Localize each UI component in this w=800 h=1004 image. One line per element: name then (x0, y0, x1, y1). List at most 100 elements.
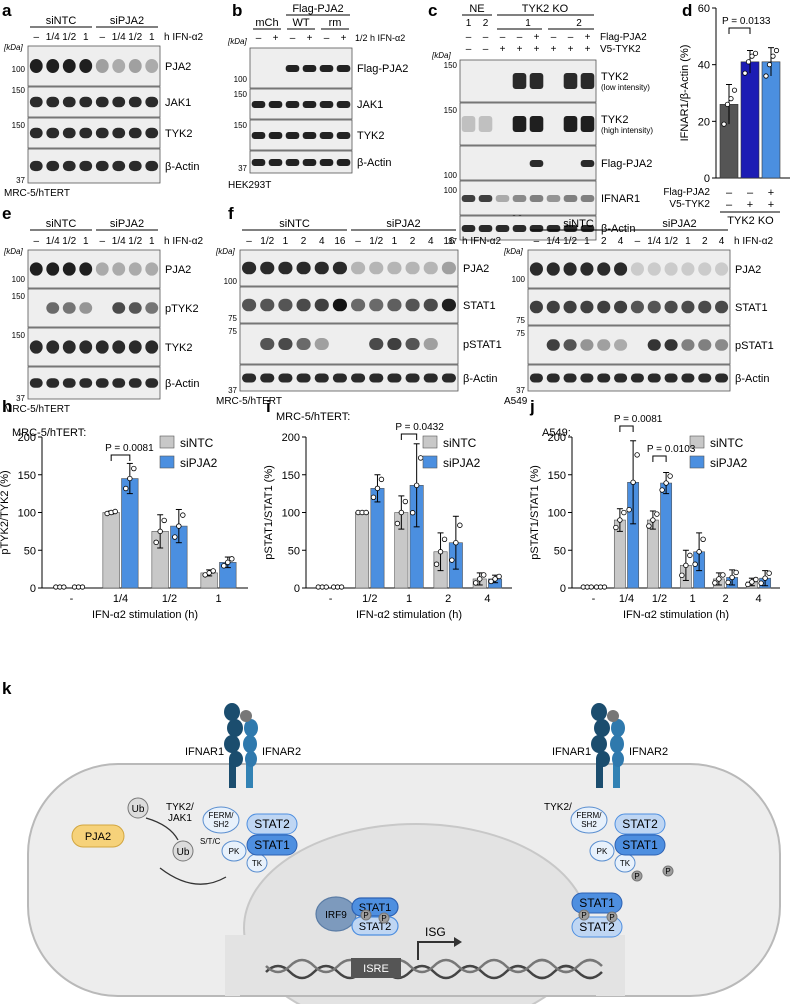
row-label-v5: V5-TYK2 (669, 199, 710, 210)
right-pk-label: PK (597, 847, 608, 856)
data-point (225, 559, 231, 566)
blot-band-label: β-Actin (463, 373, 497, 385)
blot-marker: 150 (12, 331, 26, 340)
y-axis-label: pSTAT1/STAT1 (%) (263, 465, 275, 560)
group-label: TYK2 KO (727, 215, 774, 227)
blot-strip (249, 88, 353, 120)
x-tick-label: 1 (406, 593, 412, 605)
left-ferm-1: FERM/ (209, 811, 235, 820)
blot-band (332, 298, 348, 312)
blot-band (405, 298, 420, 312)
right-stat1 (614, 834, 666, 856)
dimer-p1: P (581, 911, 586, 920)
data-point (492, 576, 498, 582)
data-point (731, 87, 738, 93)
blot-flag-mark: – (466, 32, 472, 43)
blot-lane-label: 1/2 (62, 32, 76, 43)
pja2-shape (71, 824, 125, 848)
isg-arrow (417, 941, 454, 960)
blot-lane-label: 1/4 (546, 236, 560, 247)
blot-band (314, 338, 329, 350)
blot-band (715, 339, 729, 351)
blot-treatment-label: h IFN-α2 (164, 32, 204, 43)
blot-group-label: siPJA2 (110, 15, 144, 27)
blot-band (46, 127, 60, 139)
blot-lane-label: 2 (410, 236, 416, 247)
data-point (742, 70, 748, 76)
blot-band (387, 298, 402, 312)
blot-band (62, 378, 76, 388)
blot-marker: 100 (444, 186, 458, 195)
blot-band (664, 262, 678, 276)
y-axis-label: IFNAR1/β-Actin (%) (679, 45, 691, 142)
blot-lane-label: – (256, 33, 262, 44)
blot-band (387, 338, 402, 350)
blot-lane-label: 1/2 (128, 236, 142, 247)
blot-strip (459, 145, 597, 181)
data-point (630, 479, 636, 485)
blot-band (145, 96, 159, 108)
blot-band (614, 339, 628, 351)
blot-lane-label: 1/2 (563, 236, 577, 247)
blot-band (62, 302, 76, 314)
blot-marker: 75 (516, 329, 525, 338)
kda-label: [kDa] (227, 37, 247, 46)
blot-band (79, 127, 93, 139)
y-tick-label: 50 (24, 545, 36, 557)
legend-swatch (159, 435, 175, 449)
bar (102, 512, 120, 589)
data-point (394, 520, 401, 527)
blot-band-label: TYK2 (165, 342, 193, 354)
blot-band (336, 65, 351, 72)
left-kinase-label-2: JAK1 (168, 813, 192, 824)
blot-group-label: siPJA2 (386, 218, 420, 230)
blot-band (563, 116, 578, 132)
legend-swatch (689, 435, 705, 449)
x-tick-label: 4 (755, 593, 761, 605)
data-point (758, 580, 764, 586)
data-point (745, 581, 751, 588)
blot-band-note: (low intensity) (601, 83, 650, 92)
blot-band (260, 298, 275, 312)
blot-band (29, 96, 43, 108)
blot-band (62, 262, 76, 276)
left-stat2 (246, 813, 298, 835)
blot-band (563, 300, 577, 314)
panel-label-k: k (2, 679, 12, 698)
data-point (745, 59, 752, 65)
blot-band (423, 338, 438, 350)
x-tick-label: 1/4 (619, 593, 634, 605)
blot-lane-label: + (273, 33, 279, 44)
blot-top-group: Flag-PJA2 (292, 3, 343, 15)
nucleus-stat2-label: STAT2 (359, 921, 392, 933)
blot-band-label: STAT1 (463, 300, 496, 312)
ub-circle-2 (172, 840, 194, 862)
blot-band-label: TYK2 (601, 71, 629, 83)
x-axis-label: IFN-α2 stimulation (h) (92, 609, 198, 621)
blot-band (296, 338, 311, 350)
blot-lane-label: 1 (149, 32, 155, 43)
blot-marker: 37 (448, 237, 457, 246)
blot-band-label: PJA2 (735, 264, 761, 276)
blot-subgroup-label: 2 (576, 18, 582, 29)
y-tick-label: 40 (698, 60, 710, 72)
ub-arrow (145, 817, 179, 841)
left-receptors (224, 703, 258, 788)
blot-band (698, 300, 712, 314)
data-point (449, 557, 455, 563)
blot-band (423, 298, 438, 312)
blot-band (285, 159, 300, 166)
right-ferm-1: FERM/ (577, 811, 603, 820)
right-tk-phospho (631, 870, 643, 882)
left-stat1 (246, 834, 298, 856)
blot-band (580, 300, 594, 314)
blot-band-label: β-Actin (735, 373, 769, 385)
panel-label-i: i (266, 397, 271, 416)
blot-lane-label: 1 (83, 236, 89, 247)
blot-strip (239, 249, 459, 287)
legend-label: siPJA2 (443, 456, 481, 470)
y-axis-label: pTYK2/TYK2 (%) (0, 470, 11, 554)
blot-v5-mark: + (500, 44, 506, 55)
y-tick-label: 100 (282, 508, 300, 520)
